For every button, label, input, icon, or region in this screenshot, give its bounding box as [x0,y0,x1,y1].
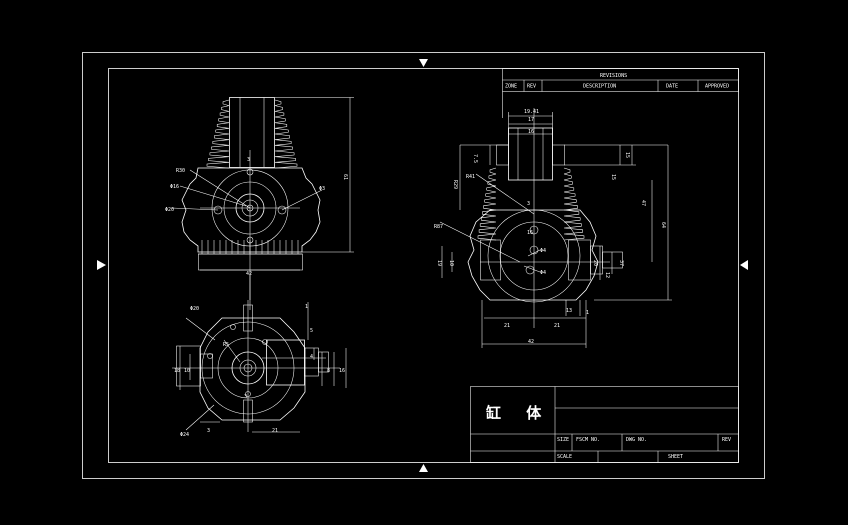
dim-side-16b: 16 [527,230,533,236]
dim-plan-small3: 3 [244,394,247,400]
dim-side-r29: R29 [452,180,458,189]
rev-col-description: DESCRIPTION [583,84,616,90]
center-mark-bottom [419,464,428,472]
dim-side-64: 64 [660,222,666,228]
inner-border [108,68,739,463]
dim-side-7.5: 7.5 [472,154,478,163]
rev-col-rev: REV [527,84,536,90]
dim-side-19.41: 19.41 [524,109,539,115]
side-fins-left [477,167,497,241]
dim-plan-4: 4 [310,354,313,360]
plan-view: Φ20 R5 18 16 8 10 3 21 4 5 Φ24 1 3 [172,300,347,438]
dim-side-r87: R87 [434,224,443,230]
dim-side-20: 20 [592,260,598,266]
center-mark-right [740,260,748,270]
dim-phi16: Φ16 [170,184,179,190]
dim-plan-phi20: Φ20 [190,306,199,312]
center-mark-top [419,59,428,67]
sheet-label: SHEET [668,454,683,460]
dim-42: 42 [246,271,252,277]
dim-side-21a: 21 [504,323,510,329]
front-view: R30 Φ16 Φ20 Φ3 61 42 3 [165,97,354,310]
rev-col-approved: APPROVED [705,84,729,90]
dim-side-13: 13 [566,308,572,314]
rev-col-zone: ZONE [505,84,517,90]
dim-phi3: Φ3 [319,186,325,192]
dim-side-r41: R41 [466,174,475,180]
revisions-table: REVISIONS ZONE REV DESCRIPTION DATE APPR… [502,68,739,118]
dim-side-phi4b: Φ4 [540,270,546,276]
size-label: SIZE [557,437,569,443]
dim-side-47: 47 [640,200,646,206]
outer-frame [82,52,765,479]
revisions-header: REVISIONS [600,73,627,79]
side-fins-right [563,167,585,241]
dim-plan-10: 10 [184,368,190,374]
fscm-label: FSCM NO. [576,437,600,443]
scale-label: SCALE [557,454,572,460]
dim-phi20: Φ20 [165,207,174,213]
dim-side-15b: 15 [610,174,616,180]
dim-plan-8: 8 [327,368,330,374]
dim-plan-phi24: Φ24 [180,432,189,438]
dim-61: 61 [342,174,348,180]
side-view: 19.41 17 16 7.5 15 15 R29 R41 47 64 R87 … [434,108,672,348]
dim-side-12: 12 [604,272,610,278]
dim-plan-r5: R5 [223,342,229,348]
dim-plan-18: 18 [174,368,180,374]
dim-side-phi4a: Φ4 [540,248,546,254]
dim-side-19: 19 [436,260,442,266]
dim-side-17: 17 [528,117,534,123]
dim-side-42: 42 [528,339,534,345]
dim-3: 3 [247,157,250,163]
dim-plan-16: 16 [339,368,345,374]
center-mark-left [97,260,106,270]
dim-plan-3: 3 [207,428,210,434]
rev-label: REV [722,437,731,443]
cooling-fins-left [206,99,230,169]
part-name: 缸 体 [486,404,551,422]
dim-side-15a: 15 [624,152,630,158]
rev-col-date: DATE [666,84,678,90]
dwg-label: DWG NO. [626,437,647,443]
cooling-fins-right [274,99,298,169]
dim-plan-1: 1 [305,304,308,310]
title-block: 缸 体 SIZE FSCM NO. DWG NO. REV SCALE SHEE… [470,386,739,463]
dim-side-1: 1 [586,310,589,316]
dim-plan-5: 5 [310,328,313,334]
dim-side-37: 37 [618,260,624,266]
dim-side-16: 16 [528,129,534,135]
dim-r30: R30 [176,168,185,174]
dim-plan-21: 21 [272,428,278,434]
dim-side-21b: 21 [554,323,560,329]
dim-side-3: 3 [527,201,530,207]
dim-side-10: 10 [448,260,454,266]
